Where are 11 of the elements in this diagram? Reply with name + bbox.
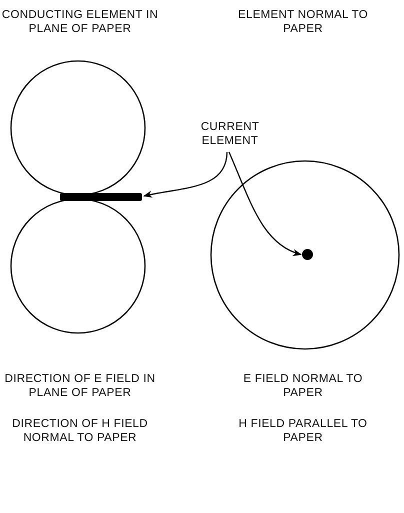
caption-text: DIRECTION OF E FIELD IN PLANE OF PAPER — [4, 372, 156, 400]
caption-text: ELEMENT NORMAL TO PAPER — [237, 8, 369, 36]
caption-text: E FIELD NORMAL TO PAPER — [242, 372, 364, 400]
caption-text: DIRECTION OF H FIELD NORMAL TO PAPER — [11, 417, 149, 445]
caption-text: H FIELD PARALLEL TO PAPER — [238, 417, 368, 445]
callout-label: CURRENT ELEMENT — [195, 120, 265, 148]
conductor-dot — [302, 249, 313, 260]
arrow — [143, 152, 228, 198]
caption-text: CONDUCTING ELEMENT IN PLANE OF PAPER — [0, 8, 160, 36]
arrow — [228, 152, 302, 256]
conductor-bar — [60, 193, 142, 201]
